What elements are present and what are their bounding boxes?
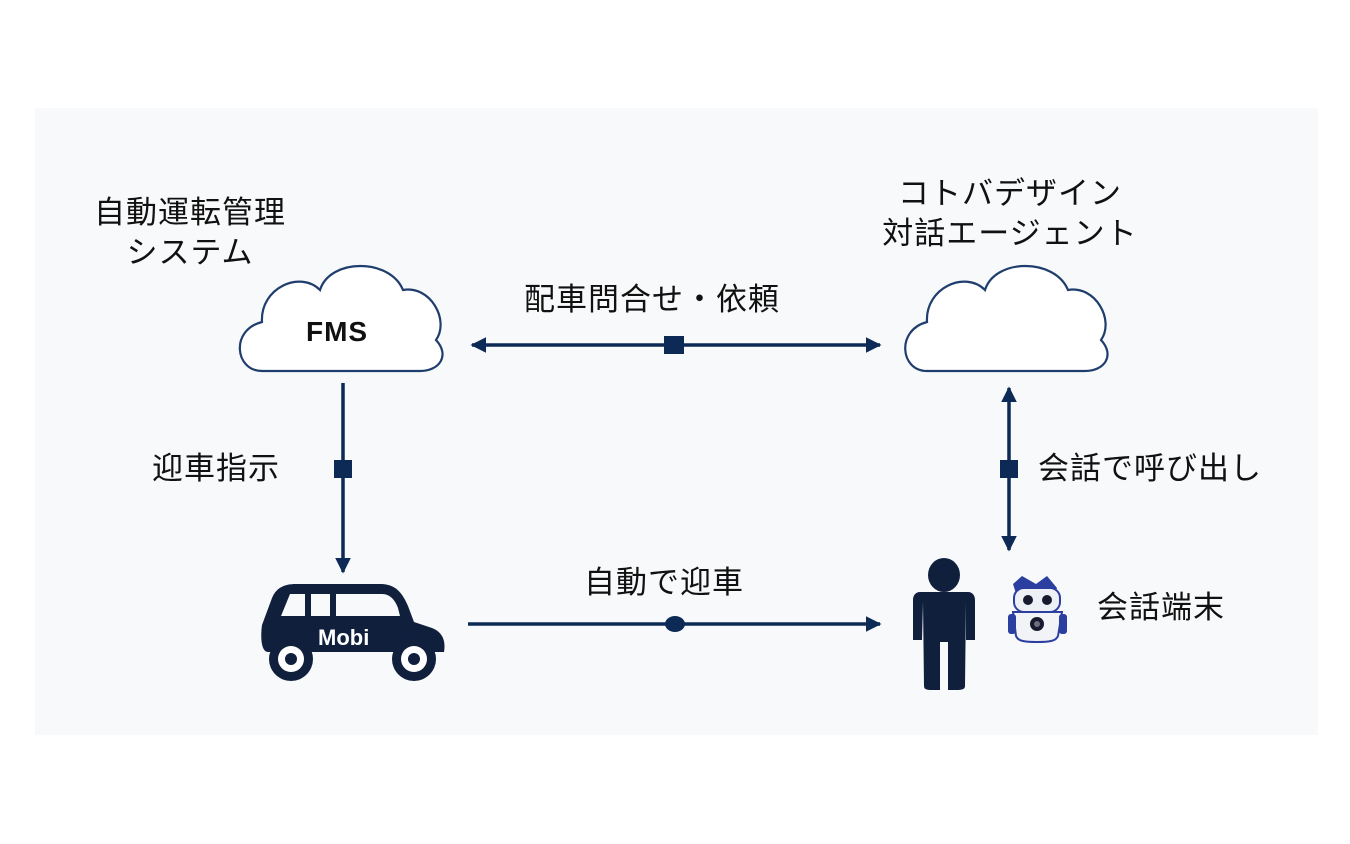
fms-cloud-label: FMS: [306, 316, 369, 347]
agent-title: コトバデザイン 対話エージェント: [840, 174, 1180, 255]
fms-title-line1: 自動運転管理: [94, 195, 286, 231]
car-icon: Mobi: [261, 584, 445, 681]
fms-title-line2: システム: [126, 235, 254, 272]
fms-agent-marker: [664, 336, 684, 354]
agent-title-line2: 対話エージェント: [882, 216, 1138, 253]
car-logo: Mobi: [318, 625, 369, 650]
fms-vehicle-marker: [334, 460, 352, 478]
agent-person-marker: [1000, 460, 1018, 478]
edge-label-vehicle-person: 自動で迎車: [584, 565, 744, 601]
edge-label-fms-vehicle: 迎車指示: [152, 451, 280, 487]
terminal-label: 会話端末: [1097, 590, 1225, 626]
agent-cloud-icon: [904, 264, 1109, 373]
fms-cloud-icon: [238, 264, 444, 373]
robot-icon: [1008, 576, 1067, 644]
edge-label-fms-agent: 配車問合せ・依頼: [524, 282, 780, 318]
vehicle-person-marker: [665, 616, 685, 632]
edge-label-agent-person: 会話で呼び出し: [1038, 451, 1262, 487]
person-icon: [913, 558, 975, 690]
fms-title: 自動運転管理 システム: [70, 193, 310, 274]
agent-title-line1: コトバデザイン: [898, 176, 1122, 212]
